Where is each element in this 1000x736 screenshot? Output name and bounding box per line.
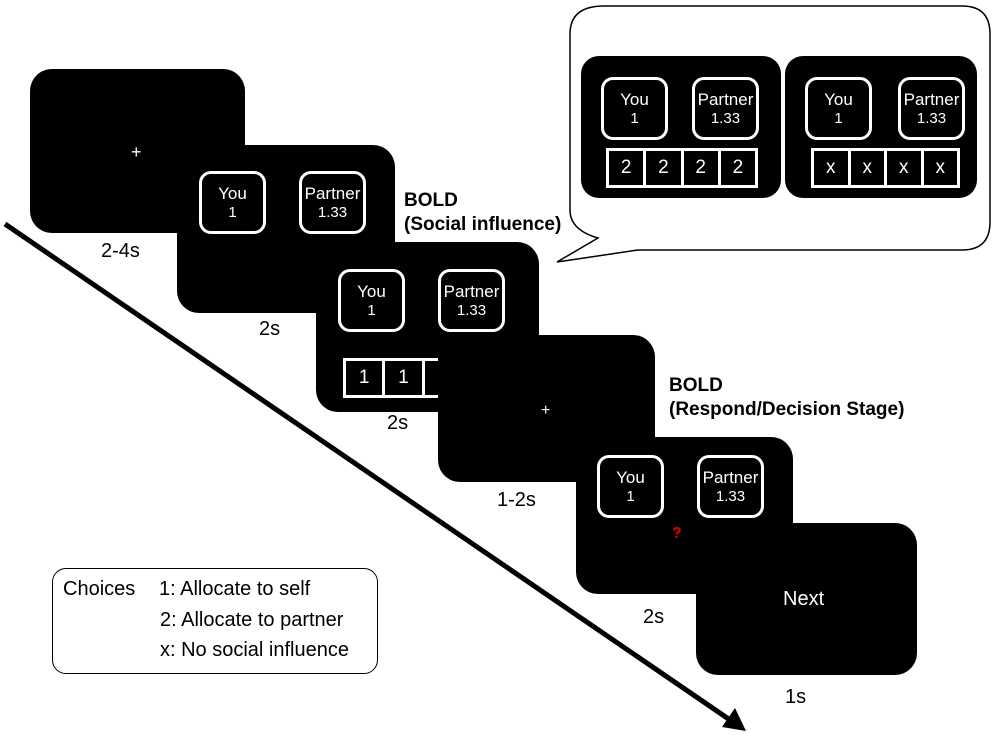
you-value: 1	[367, 302, 376, 319]
partner-value: 1.33	[715, 488, 746, 505]
you-tile: You 1	[199, 171, 266, 234]
partner-tile: Partner 1.33	[697, 455, 764, 518]
choice-cell: x	[851, 151, 887, 185]
choice-cell: 2	[646, 151, 684, 185]
partner-value: 1.33	[317, 204, 348, 221]
partner-label: Partner	[903, 90, 960, 109]
callout-choices-row-b: x x x x	[811, 148, 960, 188]
you-tile: You 1	[601, 77, 668, 140]
you-value: 1	[630, 110, 639, 127]
screen-next: Next	[696, 523, 917, 675]
partner-tile: Partner 1.33	[299, 171, 366, 234]
you-value: 1	[834, 110, 843, 127]
you-tile: You 1	[338, 269, 405, 332]
partner-value: 1.33	[916, 110, 947, 127]
you-value: 1	[228, 204, 237, 221]
you-label: You	[824, 90, 853, 109]
bold-social-line2: (Social influence)	[404, 214, 562, 235]
bold-decision-line2: (Respond/Decision Stage)	[669, 399, 905, 420]
you-value: 1	[626, 488, 635, 505]
choice-cell: 2	[732, 157, 744, 178]
you-label: You	[616, 468, 645, 487]
partner-label: Partner	[304, 184, 361, 203]
partner-value: 1.33	[456, 302, 487, 319]
legend-heading: Choices	[63, 578, 136, 600]
fixation-cross: +	[131, 142, 142, 162]
choice-cell: 1	[346, 361, 386, 395]
duration-decision: 2s	[643, 606, 665, 628]
bold-social-influence-label: BOLD (Social influence)	[404, 189, 561, 237]
choice-cell: 1	[385, 361, 425, 395]
duration-social: 2s	[387, 412, 409, 434]
choice-cell: 2	[609, 151, 647, 185]
legend-item-no-influence: x: No social influence	[160, 639, 349, 661]
you-label: You	[620, 90, 649, 109]
partner-label: Partner	[443, 282, 500, 301]
you-label: You	[357, 282, 386, 301]
legend-item-self: 1: Allocate to self	[159, 578, 311, 600]
bold-decision-label: BOLD (Respond/Decision Stage)	[669, 374, 904, 422]
callout-panel-no-influence: You 1 Partner 1.33 x x x x	[785, 56, 977, 198]
choice-cell: 2	[684, 151, 721, 185]
duration-fixation-2: 1-2s	[497, 489, 536, 511]
bold-social-line1: BOLD	[404, 190, 458, 211]
partner-tile: Partner 1.33	[898, 77, 965, 140]
partner-label: Partner	[702, 468, 759, 487]
decision-question-mark: ?	[672, 525, 682, 542]
choices-legend: Choices 1: Allocate to self 2: Allocate …	[52, 568, 378, 674]
duration-payoff-pair: 2s	[259, 318, 281, 340]
duration-next: 1s	[785, 686, 807, 708]
choice-cell: x	[887, 151, 924, 185]
you-label: You	[218, 184, 247, 203]
choice-cell: x	[814, 151, 851, 185]
you-tile: You 1	[597, 455, 664, 518]
next-label: Next	[783, 588, 825, 610]
partner-label: Partner	[697, 90, 754, 109]
partner-value: 1.33	[710, 110, 741, 127]
callout-choices-row-a: 2 2 2 2	[606, 148, 758, 188]
you-tile: You 1	[805, 77, 872, 140]
duration-fixation-1: 2-4s	[101, 240, 140, 262]
bold-decision-line1: BOLD	[669, 375, 723, 396]
partner-tile: Partner 1.33	[438, 269, 505, 332]
legend-item-partner: 2: Allocate to partner	[160, 609, 344, 631]
partner-tile: Partner 1.33	[692, 77, 759, 140]
choice-cell: x	[935, 157, 946, 178]
fixation-cross: +	[541, 402, 551, 419]
callout-panel-partner-choices: You 1 Partner 1.33 2 2 2 2	[581, 56, 781, 198]
